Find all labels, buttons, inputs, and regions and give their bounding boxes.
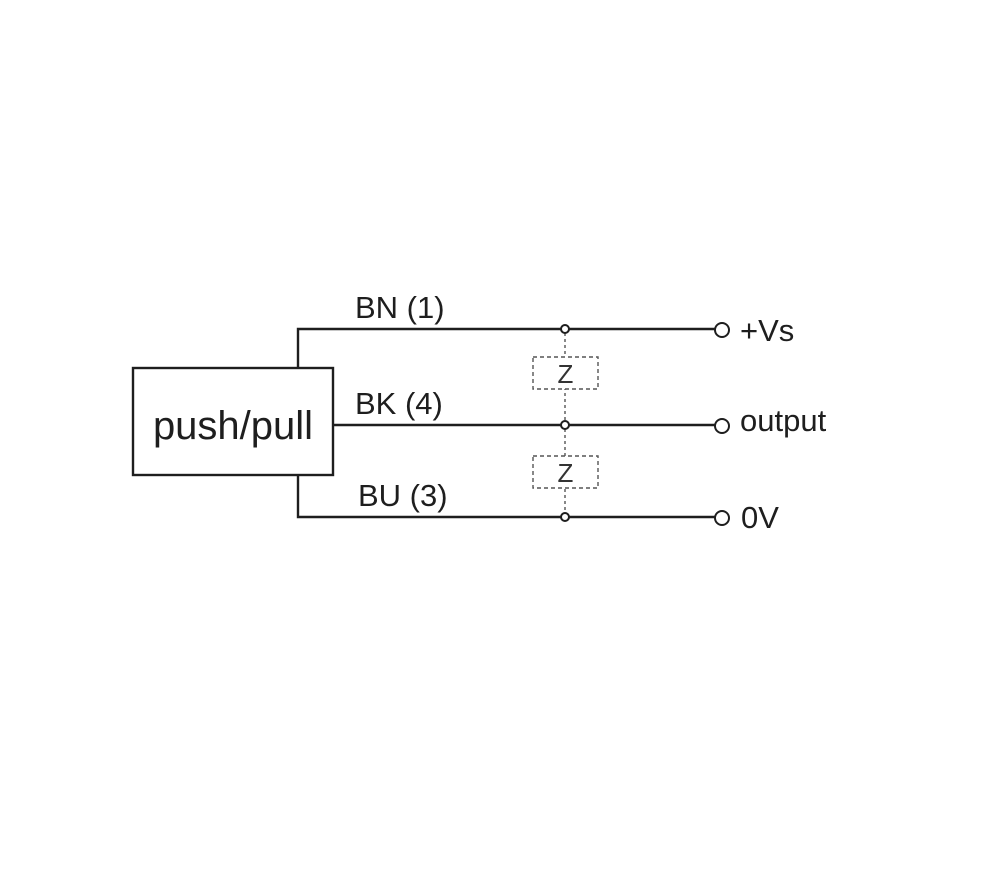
- terminal-output-label: output: [740, 403, 827, 438]
- wire-bk-label: BK (4): [355, 386, 443, 421]
- wire-bu-label: BU (3): [358, 478, 448, 513]
- load-z-1-box: [532, 356, 599, 390]
- junction-bu: [560, 512, 570, 522]
- load-z-1: Z: [532, 356, 599, 390]
- load-z-1-label: Z: [558, 359, 574, 389]
- junction-bn: [560, 324, 570, 334]
- junctions: [560, 324, 570, 522]
- terminal-0v-label: 0V: [741, 500, 779, 535]
- wire-bk: BK (4): [333, 386, 715, 427]
- device-block: push/pull: [131, 366, 335, 477]
- load-z-2-box: [532, 455, 599, 489]
- terminal-0v: 0V: [714, 500, 779, 535]
- device-box: [131, 366, 335, 477]
- wire-bn: BN (1): [296, 290, 715, 368]
- terminal-output: output: [714, 403, 827, 438]
- load-z-2: Z: [532, 455, 599, 489]
- wire-bn-label: BN (1): [355, 290, 445, 325]
- wire-bn-line: [296, 327, 715, 368]
- wire-bu-line: [296, 475, 715, 519]
- wire-bu: BU (3): [296, 475, 715, 519]
- load-z-2-label: Z: [558, 458, 574, 488]
- terminal-vs: +Vs: [714, 313, 794, 348]
- terminal-0v-icon: [714, 510, 730, 526]
- terminal-output-icon: [714, 418, 730, 434]
- device-label: push/pull: [153, 404, 313, 448]
- terminal-vs-label: +Vs: [740, 313, 794, 348]
- terminal-vs-icon: [714, 322, 730, 338]
- junction-bk: [560, 420, 570, 430]
